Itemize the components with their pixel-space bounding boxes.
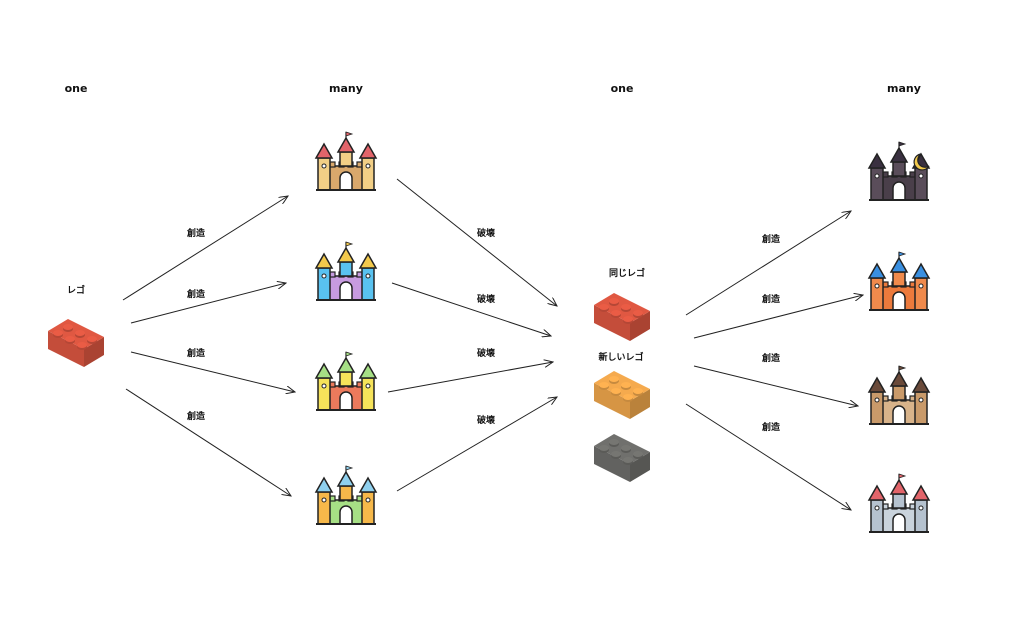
destroy-arrow-4 [396, 397, 557, 492]
destroy-label-4: 破壊 [477, 414, 496, 426]
destroy-arrow-1 [396, 178, 557, 306]
create-arrow-5 [685, 211, 851, 316]
destroy-label-2: 破壊 [477, 293, 496, 305]
header-many-left: many [329, 82, 363, 95]
create-label-3: 創造 [186, 347, 206, 359]
orange-castle-icon [867, 251, 931, 311]
create-label-2: 創造 [186, 288, 206, 300]
header-one-right: one [611, 82, 634, 95]
destroy-label-1: 破壊 [477, 227, 496, 239]
moon-icon [913, 153, 930, 171]
create-arrow-6 [693, 295, 863, 339]
destroy-arrow-3 [387, 362, 553, 393]
bouncy-castle-green-icon [314, 465, 378, 525]
destroy-label-3: 破壊 [477, 347, 496, 359]
brown-castle-icon [867, 365, 931, 425]
header-one-left: one [65, 82, 88, 95]
new-lego-label: 新しいレゴ [598, 351, 643, 363]
destroy-arrow-2 [391, 282, 551, 336]
create-arrow-1 [122, 196, 288, 301]
create-arrow-8 [685, 403, 851, 510]
create-label-7: 創造 [761, 352, 781, 364]
create-arrow-7 [693, 365, 858, 406]
bouncy-castle-red-icon [314, 351, 378, 411]
source-lego-brick [48, 319, 104, 367]
create-label-6: 創造 [761, 293, 781, 305]
lego-brick-orange [594, 371, 650, 419]
source-lego-label: レゴ [67, 284, 85, 296]
create-label-1: 創造 [186, 227, 206, 239]
create-arrow-4 [125, 388, 291, 496]
haunted-castle-icon [867, 141, 931, 201]
create-arrow-2 [130, 283, 286, 324]
lego-brick-red [594, 293, 650, 341]
create-label-8: 創造 [761, 421, 781, 433]
create-label-5: 創造 [761, 233, 781, 245]
lego-brick-gray [594, 434, 650, 482]
purple-castle-icon [314, 241, 378, 301]
create-arrow-3 [130, 351, 295, 392]
gray-castle-icon [867, 473, 931, 533]
create-label-4: 創造 [186, 410, 206, 422]
header-many-right: many [887, 82, 921, 95]
beige-castle-icon [314, 131, 378, 191]
same-lego-label: 同じレゴ [609, 267, 645, 279]
